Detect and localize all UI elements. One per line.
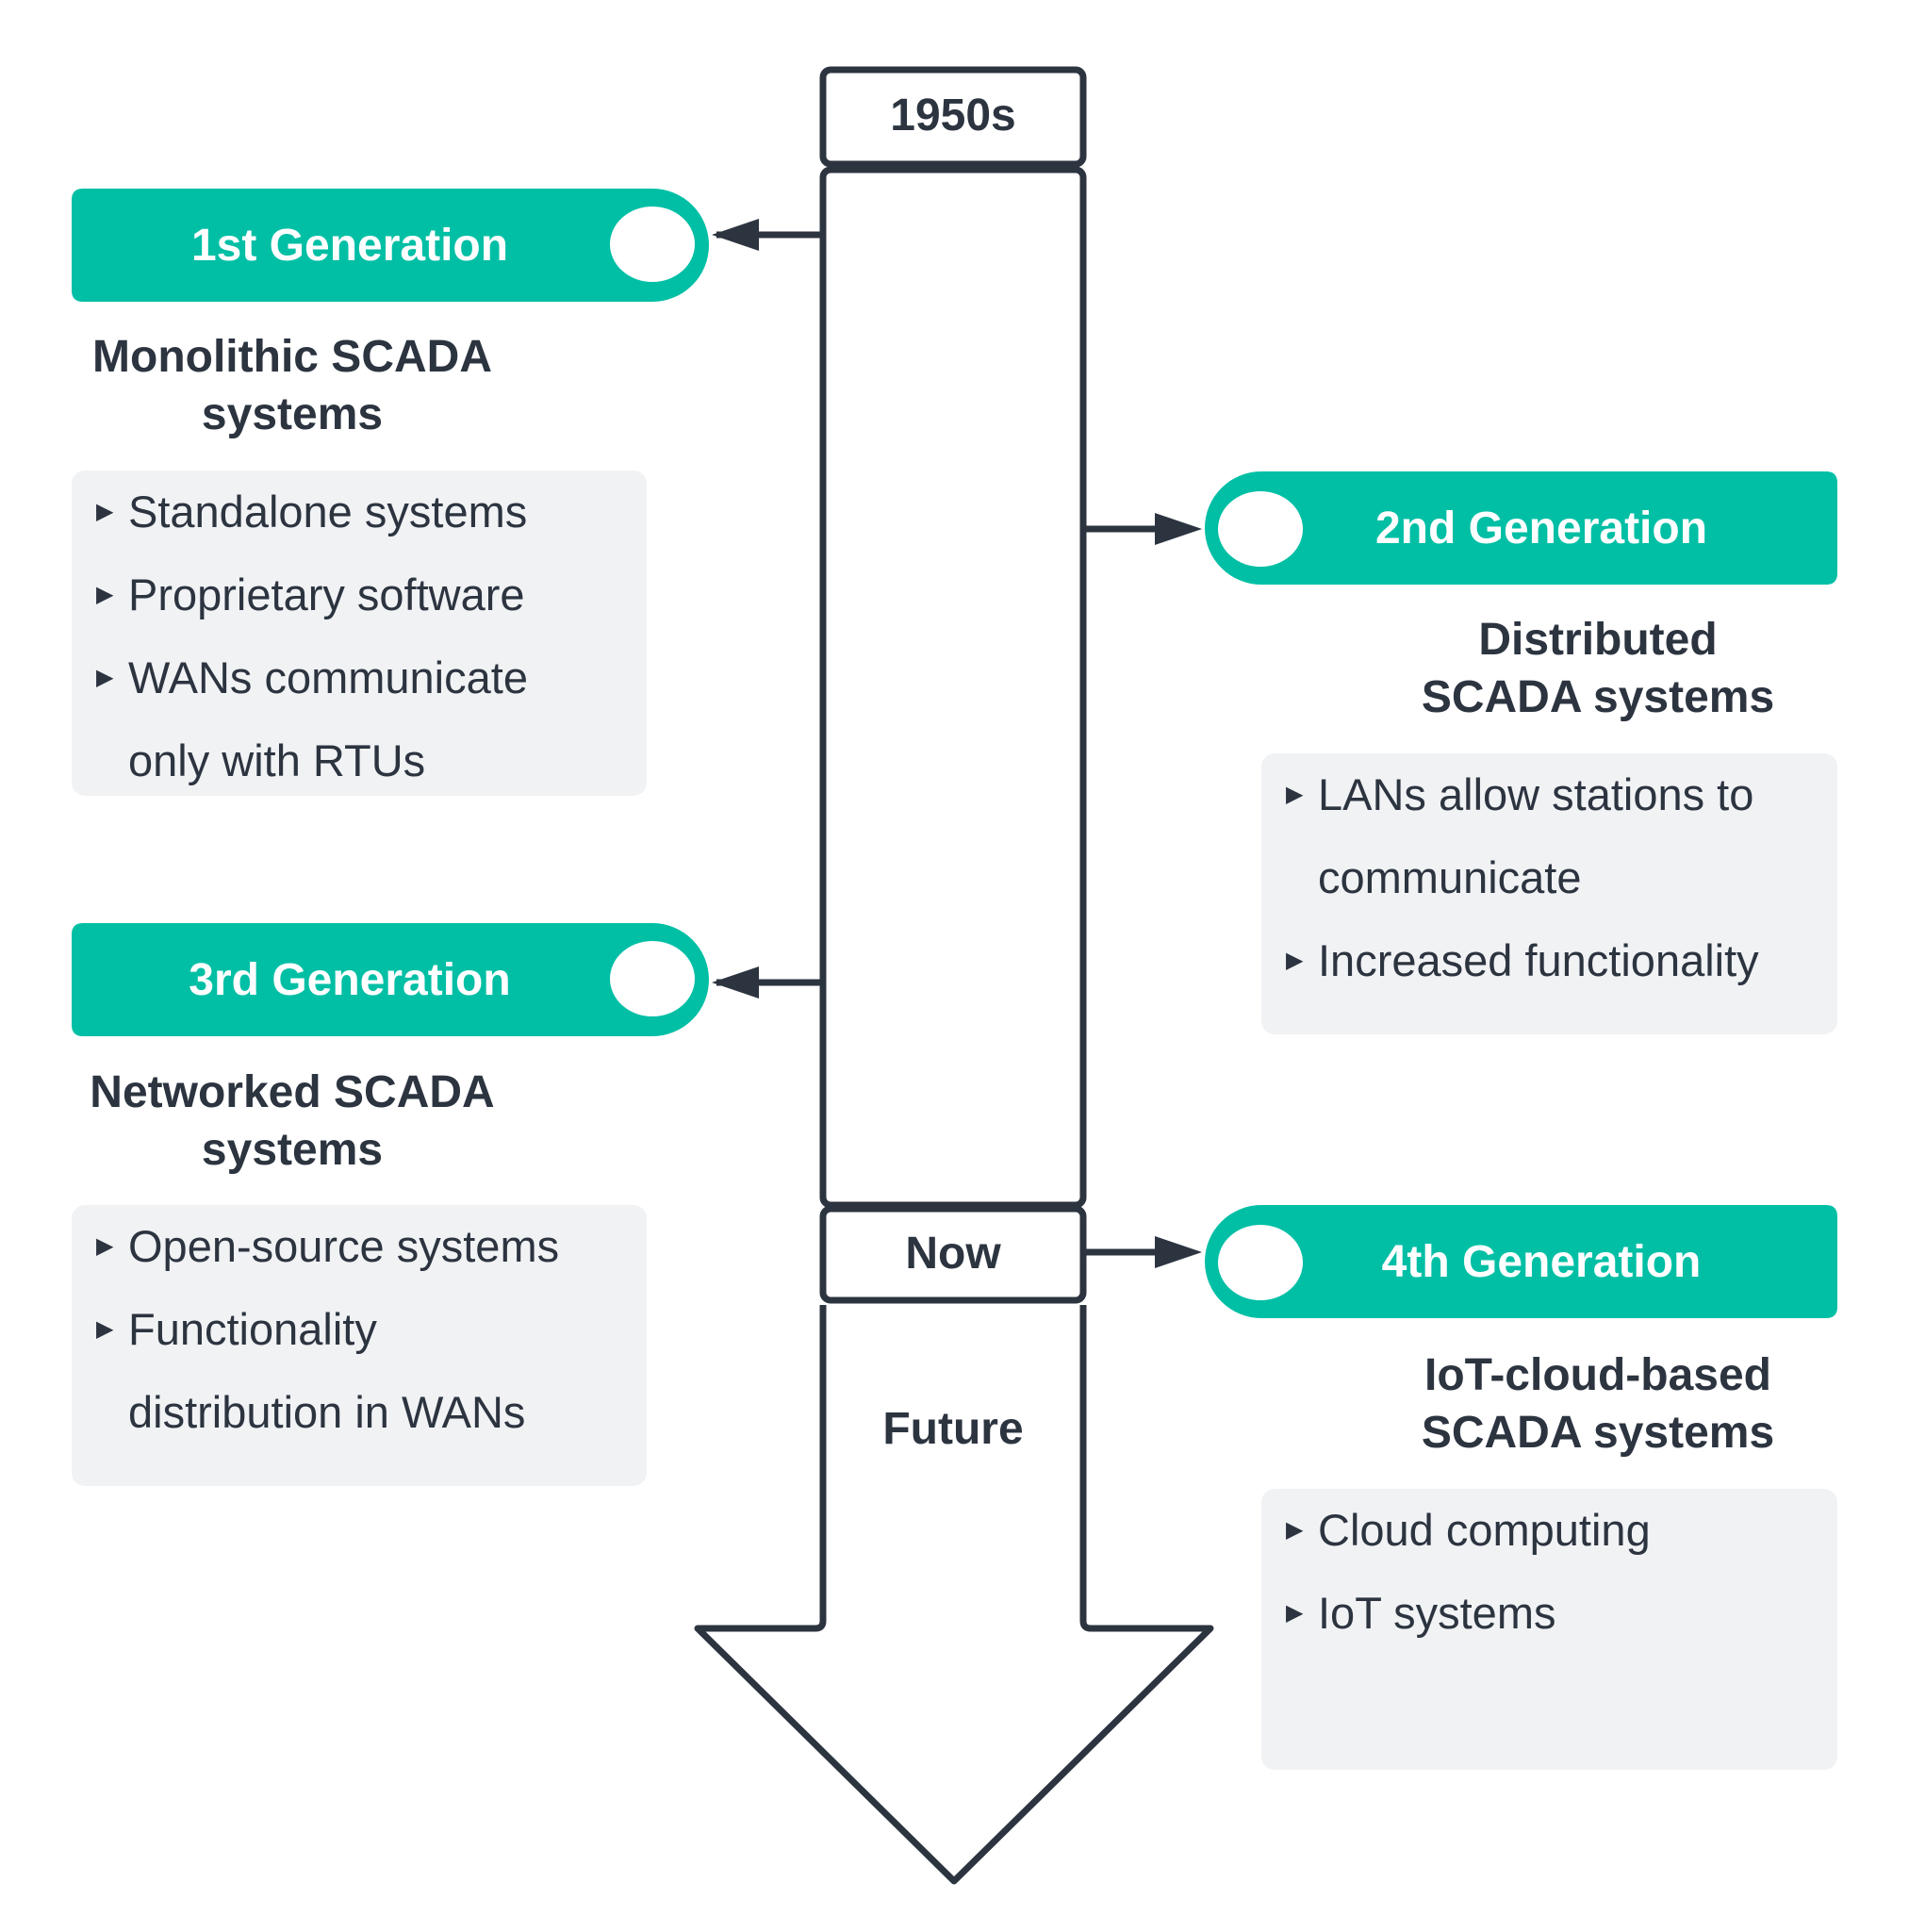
bullet-triangle-icon: ▶ (96, 1233, 114, 1259)
gen1-title-line1: Monolithic SCADA (92, 332, 492, 382)
gen1-pill-circle (610, 206, 695, 282)
gen3-title: Networked SCADA systems (57, 1064, 528, 1179)
list-item: ▶LANs allow stations to (1261, 753, 1837, 836)
gen3-title-line2: systems (201, 1125, 384, 1175)
gen1-pill (72, 189, 709, 302)
list-item: ▶Proprietary software (72, 553, 647, 636)
future-arrow (694, 1305, 1214, 1885)
gen2-pill (1205, 471, 1837, 585)
gen1-title: Monolithic SCADA systems (57, 328, 528, 443)
gen4-label: 4th Generation (1381, 1236, 1702, 1287)
bullet-triangle-icon: ▶ (1286, 1517, 1304, 1543)
list-item: ▶Cloud computing (1261, 1489, 1837, 1572)
arrowhead-gen3 (712, 966, 759, 999)
timeline-bar (819, 166, 1087, 1209)
gen4-pill-circle (1218, 1225, 1303, 1300)
gen3-label: 3rd Generation (189, 954, 511, 1005)
gen1-label: 1st Generation (190, 220, 509, 271)
bullet-triangle-icon: ▶ (1286, 948, 1304, 973)
bullet-triangle-icon: ▶ (96, 1316, 114, 1342)
start-time-label: 1950s (890, 91, 1016, 140)
gen2-card: ▶LANs allow stations to communicate ▶Inc… (1261, 753, 1837, 1034)
gen3-pill-circle (610, 941, 695, 1016)
list-item: communicate (1318, 852, 1582, 902)
gen2-pill-circle (1218, 491, 1303, 567)
gen4-title-line1: IoT-cloud-based (1424, 1350, 1771, 1400)
gen3-title-line1: Networked SCADA (90, 1067, 495, 1117)
arrowhead-gen2 (1155, 513, 1202, 545)
gen4-pill (1205, 1205, 1837, 1318)
list-item: ▶Increased functionality (1261, 919, 1837, 1002)
gen2-label: 2nd Generation (1374, 503, 1708, 553)
gen1-title-line2: systems (201, 389, 384, 439)
list-item: ▶WANs communicate (72, 636, 647, 719)
gen3-pill (72, 923, 709, 1036)
list-item: only with RTUs (128, 735, 426, 785)
gen2-title: Distributed SCADA systems (1386, 611, 1810, 726)
start-time-box (819, 66, 1087, 168)
list-item: ▶IoT systems (1261, 1572, 1837, 1655)
gen3-card: ▶Open-source systems ▶Functionality dist… (72, 1205, 647, 1486)
list-item: ▶Open-source systems (72, 1205, 647, 1288)
list-item: distribution in WANs (128, 1387, 526, 1437)
gen4-title: IoT-cloud-based SCADA systems (1386, 1346, 1810, 1461)
list-item: ▶Functionality (72, 1288, 647, 1371)
arrowhead-gen1 (712, 219, 759, 251)
gen2-title-line1: Distributed (1478, 615, 1718, 665)
gen4-title-line2: SCADA systems (1421, 1408, 1775, 1458)
arrowhead-gen4 (1155, 1236, 1202, 1268)
bullet-triangle-icon: ▶ (96, 582, 114, 607)
bullet-triangle-icon: ▶ (96, 499, 114, 524)
future-time-label: Future (882, 1404, 1024, 1454)
bullet-triangle-icon: ▶ (96, 665, 114, 690)
gen1-card: ▶Standalone systems ▶Proprietary softwar… (72, 471, 647, 796)
bullet-triangle-icon: ▶ (1286, 782, 1304, 807)
list-item: ▶Standalone systems (72, 471, 647, 553)
gen2-title-line2: SCADA systems (1421, 672, 1775, 722)
now-time-label: Now (905, 1229, 1001, 1279)
gen4-card: ▶Cloud computing ▶IoT systems (1261, 1489, 1837, 1770)
bullet-triangle-icon: ▶ (1286, 1600, 1304, 1626)
